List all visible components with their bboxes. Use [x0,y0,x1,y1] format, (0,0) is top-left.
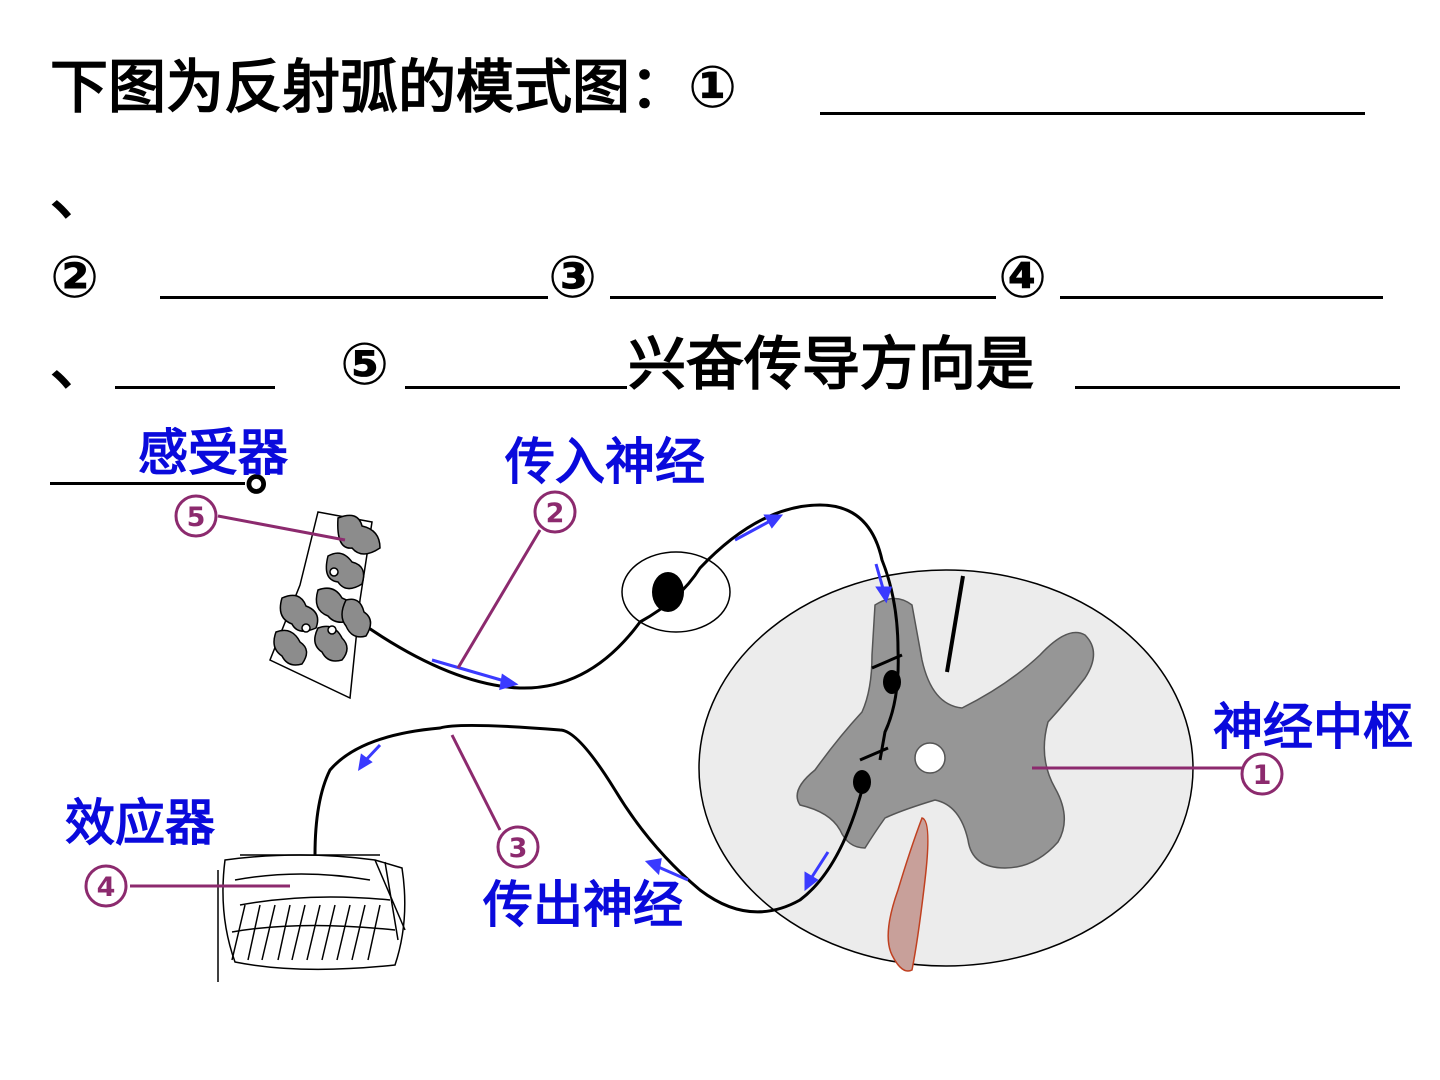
label-receptor: 感受器 [138,424,288,482]
answer-blank-direction-cont[interactable] [50,482,245,485]
marker-4: ④ [998,243,1048,311]
central-canal [914,742,946,774]
interneuron [878,649,900,761]
answer-blank-2[interactable] [160,296,548,299]
answer-blank-direction[interactable] [1075,386,1400,389]
synapse-1 [871,653,903,670]
svg-text:3: 3 [509,833,528,864]
callout-leaders [130,514,1242,888]
dorsal-root-ganglion [621,551,731,633]
interneuron-cell-body [883,670,901,694]
answer-blank-3[interactable] [610,296,996,299]
efferent-cell-body [853,770,871,794]
answer-blank-4b[interactable] [115,386,275,389]
callout-2: 2 [533,490,577,534]
receptor-skin [269,511,381,700]
answer-blank-5[interactable] [405,386,627,389]
callout-1: 1 [1240,752,1284,796]
question-line-1: 下图为反射弧的模式图：① [50,53,738,121]
label-efferent-nerve: 传出神经 [483,876,683,934]
marker-2: ② [50,243,100,311]
separator-comma-1: 、 [50,160,109,228]
svg-text:1: 1 [1253,760,1272,791]
direction-text: 兴奋传导方向是 [628,330,1035,398]
efferent-nerve-fiber [313,723,864,914]
separator-comma-2: 、 [50,330,109,398]
callout-3: 3 [496,825,540,869]
answer-blank-1[interactable] [820,112,1365,115]
callout-5: 5 [174,494,218,538]
ventral-vessel [887,817,929,972]
spinal-cord-gray-matter [796,597,1095,869]
synapse-2 [859,746,889,762]
dorsal-septum [945,575,965,673]
svg-text:4: 4 [97,872,116,903]
marker-5: ⑤ [340,330,390,398]
answer-blank-4[interactable] [1060,296,1383,299]
svg-text:2: 2 [546,498,565,529]
afferent-cell-body [652,572,684,612]
svg-text:5: 5 [187,502,206,533]
callout-4: 4 [84,864,128,908]
period: 。 [245,435,304,503]
label-nerve-center: 神经中枢 [1213,698,1413,756]
marker-3: ③ [548,243,598,311]
label-afferent-nerve: 传入神经 [505,433,705,491]
label-effector: 效应器 [65,794,215,852]
effector-muscle [217,854,406,982]
conduction-arrows [357,514,893,892]
